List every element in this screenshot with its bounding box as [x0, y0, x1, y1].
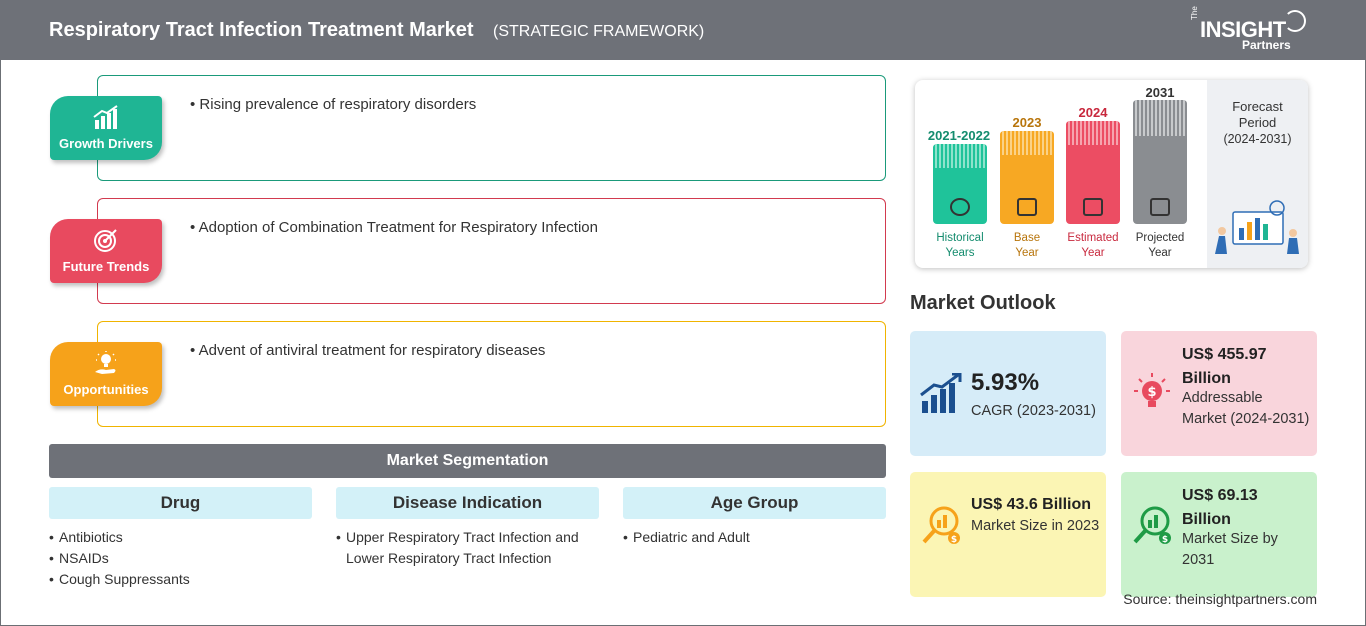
logo-partners: Partners: [1242, 38, 1291, 52]
growth-drivers-label: Growth Drivers: [59, 136, 153, 151]
timeline-caption-base: Base Year: [993, 231, 1061, 261]
market-segmentation-header: Market Segmentation: [49, 444, 886, 478]
page-title: Respiratory Tract Infection Treatment Ma…: [49, 19, 474, 41]
market-size-2031-value: US$ 69.13 Billion: [1182, 487, 1258, 528]
chart-magnifier-icon: $: [1133, 506, 1171, 545]
timeline-year-historical: 2021-2022: [927, 128, 991, 143]
addressable-market-card: $ US$ 455.97 Billion Addressable Market …: [1121, 331, 1317, 456]
page-subtitle: (STRATEGIC FRAMEWORK): [493, 23, 705, 40]
dollar-bulb-icon: $: [1134, 373, 1170, 407]
svg-text:$: $: [1147, 385, 1156, 400]
caption-line: Year: [1081, 247, 1105, 259]
timeline-bar-historical: [933, 144, 987, 224]
segment-heading: Age Group: [623, 487, 886, 519]
future-trends-box: • Adoption of Combination Treatment for …: [97, 198, 886, 304]
segment-item: Upper Respiratory Tract Infection and Lo…: [336, 527, 599, 569]
target-icon: [94, 229, 117, 252]
caption-line: Historical: [936, 232, 984, 244]
calendar-icon: [1017, 198, 1037, 216]
header-bar: Respiratory Tract Infection Treatment Ma…: [0, 0, 1366, 60]
caption-line: Base: [1013, 232, 1041, 244]
caption-line: Year: [1015, 247, 1039, 259]
opportunities-label: Opportunities: [63, 382, 149, 397]
lightbulb-hand-icon: [95, 351, 116, 374]
caption-line: Estimated: [1067, 232, 1119, 244]
growth-drivers-point: • Rising prevalence of respiratory disor…: [190, 96, 477, 113]
caption-line: Projected: [1135, 232, 1185, 244]
timeline-year-base: 2023: [1012, 115, 1042, 130]
logo-arc-icon: [1284, 10, 1306, 32]
opportunities-badge: Opportunities: [50, 342, 162, 406]
timeline-caption-estimated: Estimated Year: [1059, 231, 1127, 261]
addressable-market-label: Addressable Market (2024-2031): [1182, 390, 1310, 427]
segment-item: Cough Suppressants: [49, 569, 312, 590]
insight-partners-logo[interactable]: The INSIGHT Partners: [1190, 6, 1310, 54]
segment-heading: Disease Indication: [336, 487, 599, 519]
addressable-market-value: US$ 455.97 Billion: [1182, 346, 1267, 387]
future-trends-point: • Adoption of Combination Treatment for …: [190, 219, 598, 236]
timeline-bar-projected: [1133, 100, 1187, 224]
growth-chart-icon: [93, 105, 118, 129]
market-size-2031-label: Market Size by 2031: [1182, 531, 1278, 568]
segment-item: Antibiotics: [49, 527, 312, 548]
timeline-bar-base: [1000, 131, 1054, 224]
logo-insight: INSIGHT: [1200, 17, 1286, 42]
bar-growth-icon: [920, 373, 962, 413]
growth-drivers-badge: Growth Drivers: [50, 96, 162, 160]
caption-line: Year: [1148, 247, 1172, 259]
growth-drivers-box: • Rising prevalence of respiratory disor…: [97, 75, 886, 181]
forecast-period-range: (2024-2031): [1223, 132, 1292, 146]
market-size-2023-label: Market Size in 2023: [971, 518, 1100, 534]
market-outlook-title: Market Outlook: [910, 292, 1056, 314]
svg-text:$: $: [1162, 535, 1168, 545]
timeline-year-estimated: 2024: [1078, 105, 1108, 120]
timeline-year-projected: 2031: [1145, 85, 1175, 100]
caption-line: Years: [945, 247, 975, 259]
future-trends-label: Future Trends: [62, 259, 150, 274]
segment-heading: Drug: [49, 487, 312, 519]
future-trends-badge: Future Trends: [50, 219, 162, 283]
cagr-card: 5.93% CAGR (2023-2031): [910, 331, 1106, 456]
timeline-bar-estimated: [1066, 121, 1120, 224]
segment-list: Antibiotics NSAIDs Cough Suppressants: [49, 527, 312, 590]
estimate-gears-icon: [1083, 198, 1103, 216]
analytics-people-icon: [1215, 200, 1299, 254]
segment-list: Pediatric and Adult: [623, 527, 886, 548]
segment-drug: Drug Antibiotics NSAIDs Cough Suppressan…: [49, 487, 312, 590]
projection-board-icon: [1150, 198, 1170, 216]
history-clock-icon: [950, 198, 970, 216]
timeline-caption-projected: Projected Year: [1126, 231, 1194, 261]
segment-age-group: Age Group Pediatric and Adult: [623, 487, 886, 548]
segment-list: Upper Respiratory Tract Infection and Lo…: [336, 527, 599, 569]
dollar-magnifier-icon: $: [922, 506, 960, 545]
timeline-card: 2021-2022 Historical Years 2023 Base Yea…: [915, 80, 1308, 268]
opportunities-point: • Advent of antiviral treatment for resp…: [190, 342, 546, 359]
segment-disease-indication: Disease Indication Upper Respiratory Tra…: [336, 487, 599, 569]
opportunities-box: • Advent of antiviral treatment for resp…: [97, 321, 886, 427]
market-size-2023-value: US$ 43.6 Billion: [971, 496, 1092, 513]
cagr-value: 5.93%: [971, 369, 1040, 396]
segment-item: NSAIDs: [49, 548, 312, 569]
cagr-label: CAGR (2023-2031): [971, 403, 1096, 419]
svg-text:$: $: [951, 535, 957, 545]
segment-item: Pediatric and Adult: [623, 527, 886, 548]
logo-the: The: [1190, 6, 1199, 20]
forecast-period-label: Forecast Period: [1232, 99, 1283, 130]
market-size-2023-card: $ US$ 43.6 Billion Market Size in 2023: [910, 472, 1106, 597]
timeline-caption-historical: Historical Years: [925, 231, 995, 261]
market-size-2031-card: $ US$ 69.13 Billion Market Size by 2031: [1121, 472, 1317, 597]
source-note[interactable]: Source: theinsightpartners.com: [1123, 591, 1317, 607]
